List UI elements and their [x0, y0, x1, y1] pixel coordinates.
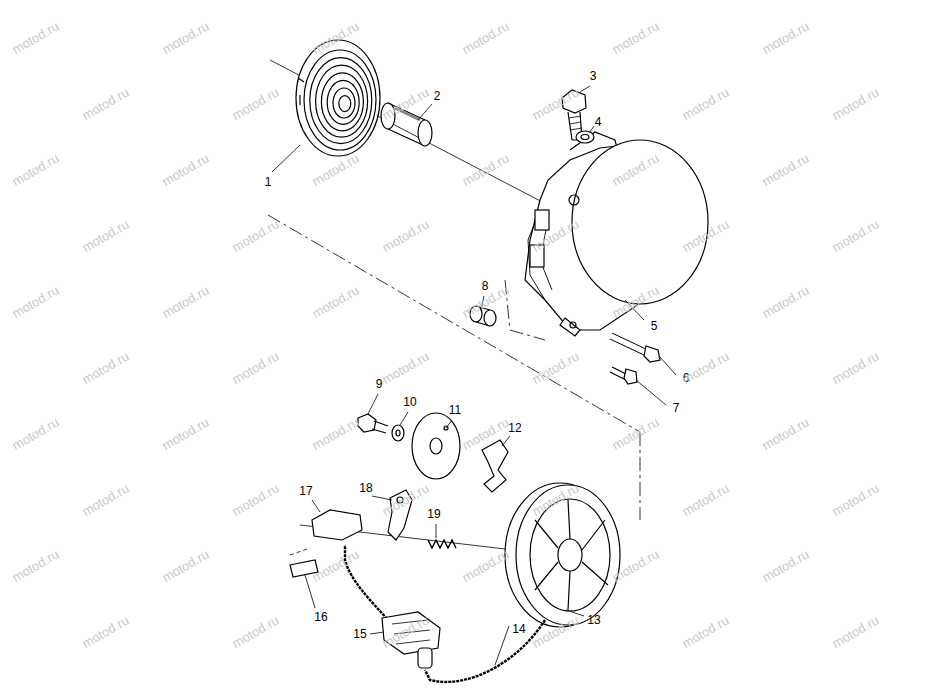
spring-coil — [321, 73, 363, 131]
watermark: motod.ru — [760, 283, 811, 320]
spring-coil — [333, 88, 355, 118]
watermark: motod.ru — [760, 151, 811, 188]
watermark: motod.ru — [530, 349, 581, 386]
callout-number: 5 — [651, 320, 658, 332]
watermark: motod.ru — [610, 415, 661, 452]
callout-number: 16 — [314, 611, 327, 623]
callout-number: 4 — [595, 116, 602, 128]
watermark: motod.ru — [830, 349, 881, 386]
watermark: motod.ru — [80, 349, 131, 386]
watermark: motod.ru — [230, 481, 281, 518]
watermark: motod.ru — [760, 547, 811, 584]
watermark: motod.ru — [80, 613, 131, 650]
watermark: motod.ru — [830, 481, 881, 518]
callout-number: 19 — [427, 508, 440, 520]
spring-coil — [310, 58, 372, 144]
spring-coil — [339, 96, 351, 112]
watermark: motod.ru — [10, 415, 61, 452]
callout-number: 13 — [587, 614, 600, 626]
callout-number: 7 — [673, 402, 680, 414]
watermark: motod.ru — [680, 349, 731, 386]
watermark: motod.ru — [310, 283, 361, 320]
watermark: motod.ru — [380, 217, 431, 254]
callout-number: 18 — [359, 482, 372, 494]
watermark: motod.ru — [160, 19, 211, 56]
watermark: motod.ru — [10, 547, 61, 584]
watermark: motod.ru — [10, 151, 61, 188]
watermark: motod.ru — [460, 19, 511, 56]
callout-number: 3 — [590, 70, 597, 82]
watermark: motod.ru — [160, 415, 211, 452]
watermark: motod.ru — [160, 547, 211, 584]
watermark: motod.ru — [680, 85, 731, 122]
watermark: motod.ru — [230, 85, 281, 122]
watermark: motod.ru — [80, 85, 131, 122]
callout-number: 8 — [482, 280, 489, 292]
watermark: motod.ru — [760, 415, 811, 452]
spring-hook — [298, 78, 304, 105]
callout-number: 17 — [299, 485, 312, 497]
spring-plate — [296, 40, 380, 156]
callout-number: 1 — [265, 176, 272, 188]
callout-number: 11 — [449, 404, 461, 416]
watermark: motod.ru — [10, 283, 61, 320]
watermark: motod.ru — [80, 481, 131, 518]
watermark: motod.ru — [460, 151, 511, 188]
watermark: motod.ru — [610, 19, 661, 56]
watermark: motod.ru — [680, 481, 731, 518]
watermark: motod.ru — [160, 283, 211, 320]
callout-number: 9 — [376, 378, 383, 390]
callout-number: 14 — [512, 623, 525, 635]
watermark: motod.ru — [310, 151, 361, 188]
spring-coil — [327, 80, 359, 124]
callout-number: 12 — [508, 422, 521, 434]
watermark: motod.ru — [230, 217, 281, 254]
watermark: motod.ru — [160, 151, 211, 188]
watermark: motod.ru — [80, 217, 131, 254]
callout-number: 15 — [353, 628, 366, 640]
spring-coil — [304, 50, 376, 150]
watermark: motod.ru — [830, 613, 881, 650]
watermark: motod.ru — [460, 415, 511, 452]
watermark: motod.ru — [460, 547, 511, 584]
spring-coil — [316, 65, 368, 137]
watermark: motod.ru — [380, 349, 431, 386]
callout-number: 10 — [403, 396, 416, 408]
watermark: motod.ru — [310, 415, 361, 452]
watermark: motod.ru — [830, 217, 881, 254]
watermark: motod.ru — [680, 613, 731, 650]
watermark: motod.ru — [830, 85, 881, 122]
callout-number: 2 — [434, 90, 441, 102]
watermark: motod.ru — [230, 613, 281, 650]
watermark: motod.ru — [760, 19, 811, 56]
watermark: motod.ru — [10, 19, 61, 56]
watermark: motod.ru — [230, 349, 281, 386]
